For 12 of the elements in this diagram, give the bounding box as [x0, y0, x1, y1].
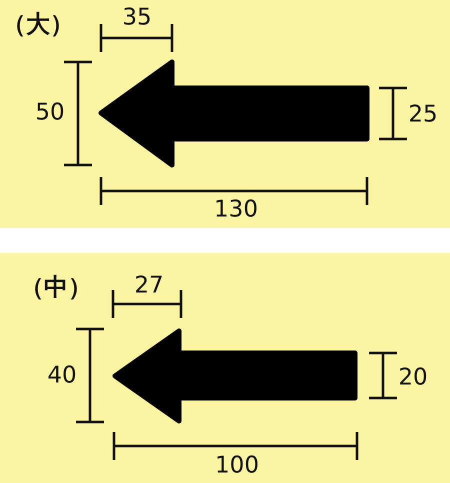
panel	[0, 253, 450, 483]
dimension-label: 25	[408, 104, 438, 126]
dimension-label: 130	[214, 198, 258, 222]
size-heading: （中）	[20, 275, 92, 299]
size-heading: （大）	[2, 12, 74, 36]
panel	[0, 0, 450, 228]
dimension-label: 50	[35, 102, 65, 124]
dimension-label: 100	[215, 454, 259, 478]
dimension-label: 27	[134, 274, 164, 298]
dimension-label: 40	[47, 364, 77, 388]
dimension-label: 20	[398, 366, 428, 390]
dimension-label: 35	[122, 6, 152, 30]
